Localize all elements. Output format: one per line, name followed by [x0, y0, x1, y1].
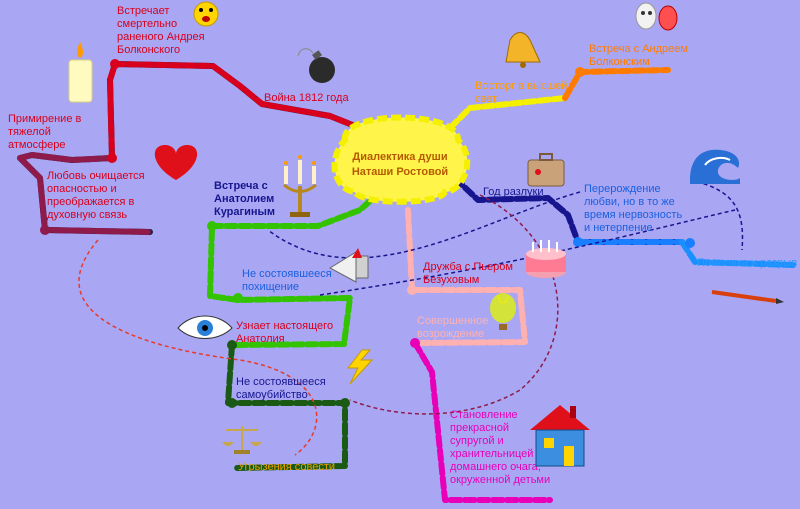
label-rebirth: Перерождение любви, но в то же время нер… [584, 183, 682, 235]
label-reconcile: Примирение в тяжелой атмосфере [8, 113, 81, 152]
label-line: и нетерпение [584, 222, 653, 234]
eye-icon [177, 315, 233, 339]
label-line: смертельно [117, 18, 178, 30]
label-line: Анатолия [236, 333, 285, 345]
house-icon [530, 405, 590, 467]
label-line: Болконским [589, 56, 650, 68]
label-meets-andrey: Встреча с Андреем Болконским [589, 43, 688, 69]
branch-separation [452, 175, 798, 268]
label-line: время нервозность [584, 209, 683, 221]
label-remorse: Угрызения совести [238, 461, 336, 473]
label-line: Курагиным [214, 206, 276, 218]
label-failed-suicide: Не состоявшееся самоубийство [236, 376, 326, 402]
label-line: супругой и [450, 435, 504, 447]
lightning-icon [346, 349, 374, 385]
label-line: Встреча с [214, 180, 268, 192]
label-love-cleanse: Любовь очищается опасностью и преображае… [47, 170, 145, 222]
candle-icon [68, 42, 93, 103]
label-line: тяжелой [8, 126, 51, 138]
label-line: Восторг в высшей [475, 80, 568, 92]
label-meets-anatole: Встреча с Анатолием Курагиным [214, 180, 275, 219]
label-becoming-wife: Становление прекрасной супругой и хранит… [450, 409, 550, 487]
wave-icon [690, 149, 740, 184]
label-line: Безуховым [423, 274, 480, 286]
label-ball: Восторг в высшей свет [475, 80, 567, 106]
branch-pierre [405, 207, 553, 503]
bomb-icon [297, 48, 335, 83]
branch-war [17, 59, 363, 235]
center-title-line2: Наташи Ростовой [351, 166, 449, 178]
label-growing-up: Совершенное возрождение [417, 315, 488, 341]
label-line: прекрасной [450, 422, 510, 434]
label-line: похищение [242, 281, 299, 293]
label-line: Перерождение [584, 183, 661, 195]
label-war: Война 1812 года [264, 92, 349, 104]
label-line: окруженной детьми [450, 474, 551, 486]
scales-icon [222, 426, 262, 454]
label-line: преображается в [47, 196, 135, 208]
bell-icon [505, 32, 541, 68]
label-engagement: Помолвка и разрыв [697, 257, 798, 269]
label-line: Анатолием [214, 193, 275, 205]
relation-arrows [78, 179, 744, 456]
label-line: Не состоявшееся [236, 376, 326, 388]
label-line: свет [475, 93, 498, 105]
megaphone-icon [328, 248, 369, 283]
candelabra-icon [283, 155, 317, 217]
label-line: хранительницей [450, 448, 534, 460]
label-line: раненого Андрея [117, 31, 205, 43]
center-title-line1: Диалектика души [352, 151, 448, 163]
branch-anatole [207, 189, 383, 471]
label-line: Примирение в [8, 113, 82, 125]
center-title: Диалектика души Наташи Ростовой [343, 150, 457, 180]
label-line: любви, но в то же [584, 196, 675, 208]
pencil-icon [711, 290, 784, 304]
label-line: Любовь очищается [47, 170, 145, 182]
heart-icon [154, 145, 198, 180]
label-failed-abduction: Не состоявшееся похищение [242, 268, 332, 294]
label-line: Не состоявшееся [242, 268, 332, 280]
label-line: опасностью и [47, 183, 117, 195]
label-line: самоубийство [236, 389, 308, 401]
birthday-cake-icon [526, 240, 566, 278]
suitcase-icon [527, 153, 565, 187]
label-line: Болконского [117, 44, 181, 56]
label-line: Встречает [117, 5, 170, 17]
label-line: атмосфере [8, 139, 66, 151]
smiley-icon [193, 1, 219, 27]
label-year-apart: Год разлуки [483, 186, 544, 198]
label-learns-anatole: Узнает настоящего Анатолия [236, 320, 333, 346]
label-friendship-pierre: Дружба с Пьером Безуховым [423, 261, 513, 287]
label-line: Узнает настоящего [236, 320, 334, 332]
label-line: Совершенное [417, 315, 489, 327]
label-meets-wounded: Встречает смертельно раненого Андрея Бол… [117, 5, 205, 57]
label-line: домашнего очага, [450, 461, 541, 473]
masks-icon [635, 2, 678, 31]
balloon-icon [490, 293, 516, 330]
label-line: возрождение [417, 328, 485, 340]
label-line: Встреча с Андреем [589, 43, 688, 55]
label-line: духовную связь [47, 209, 128, 221]
label-line: Становление [450, 409, 518, 421]
label-line: Дружба с Пьером [423, 261, 513, 273]
